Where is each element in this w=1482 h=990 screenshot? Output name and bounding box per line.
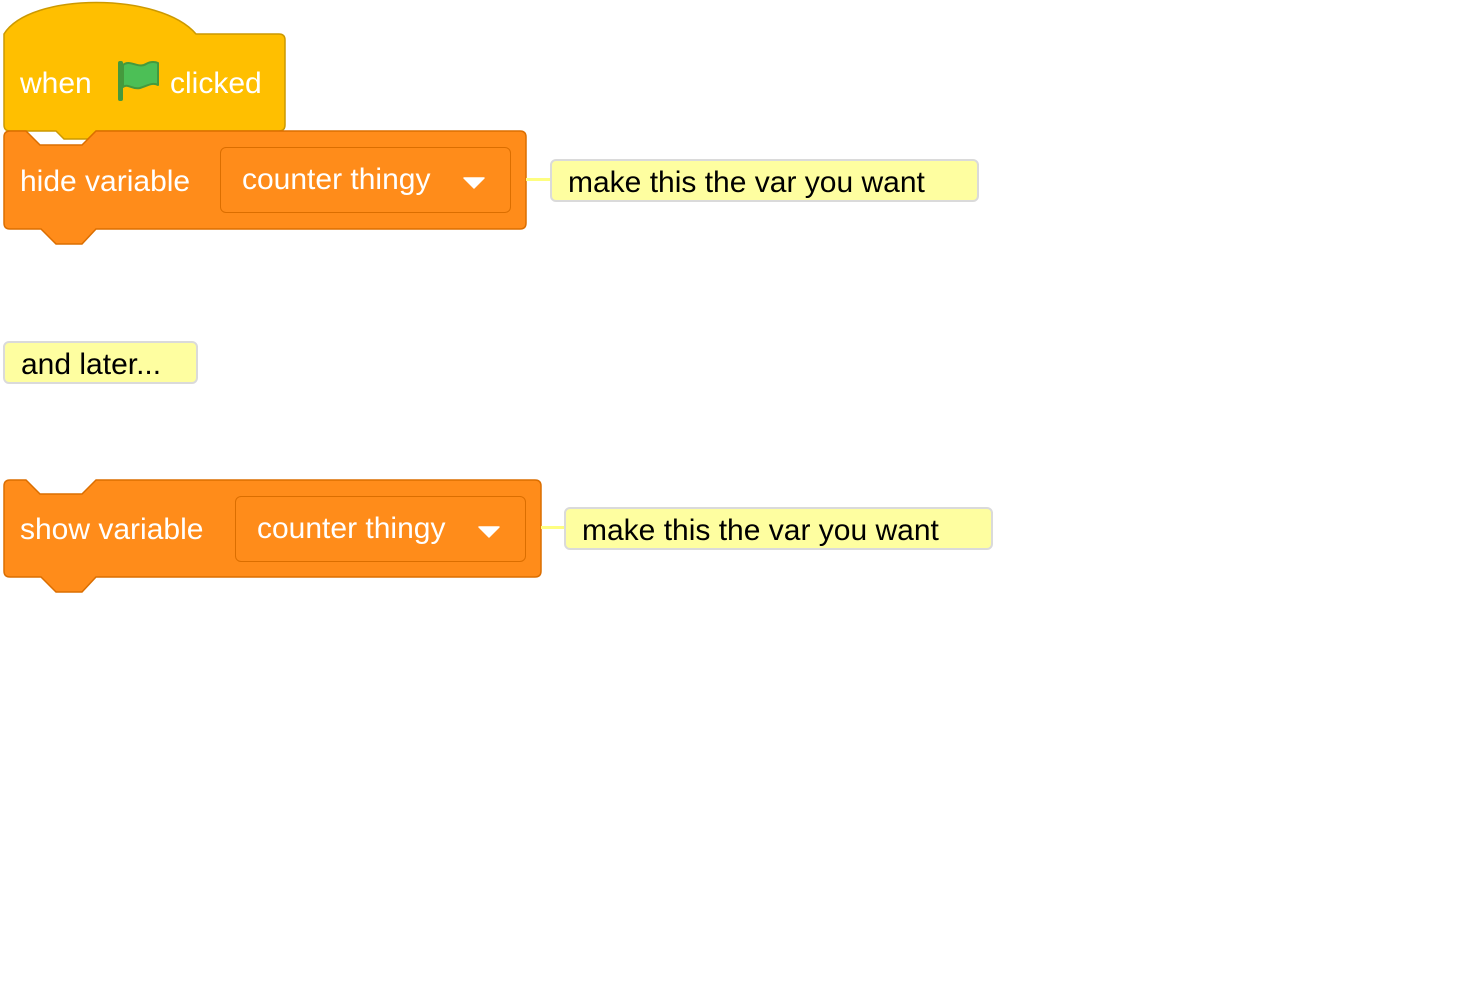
hide-variable-comment[interactable]: make this the var you want xyxy=(550,159,979,202)
hide-variable-label: hide variable xyxy=(20,165,191,198)
hat-clicked-label: clicked xyxy=(170,67,262,100)
show-variable-comment-text: make this the var you want xyxy=(582,514,939,547)
show-variable-dropdown[interactable]: counter thingy xyxy=(235,496,526,562)
hide-variable-comment-text: make this the var you want xyxy=(568,166,925,199)
when-flag-clicked-hat-block[interactable]: when clicked xyxy=(0,0,290,140)
show-comment-connector xyxy=(541,526,567,529)
hide-variable-dropdown-value: counter thingy xyxy=(242,163,431,196)
chevron-down-icon xyxy=(478,525,500,538)
hat-when-label: when xyxy=(20,67,92,100)
show-variable-comment[interactable]: make this the var you want xyxy=(564,507,993,550)
chevron-down-icon xyxy=(463,176,485,189)
hide-comment-connector xyxy=(526,178,552,181)
show-variable-block[interactable]: show variable counter thingy xyxy=(0,477,546,597)
show-variable-dropdown-value: counter thingy xyxy=(257,512,446,545)
and-later-comment[interactable]: and later... xyxy=(3,341,198,384)
hide-variable-dropdown[interactable]: counter thingy xyxy=(220,147,511,213)
green-flag-icon xyxy=(116,58,160,104)
hide-variable-block[interactable]: hide variable counter thingy xyxy=(0,128,530,248)
show-variable-label: show variable xyxy=(20,513,204,546)
and-later-comment-text: and later... xyxy=(21,348,162,381)
